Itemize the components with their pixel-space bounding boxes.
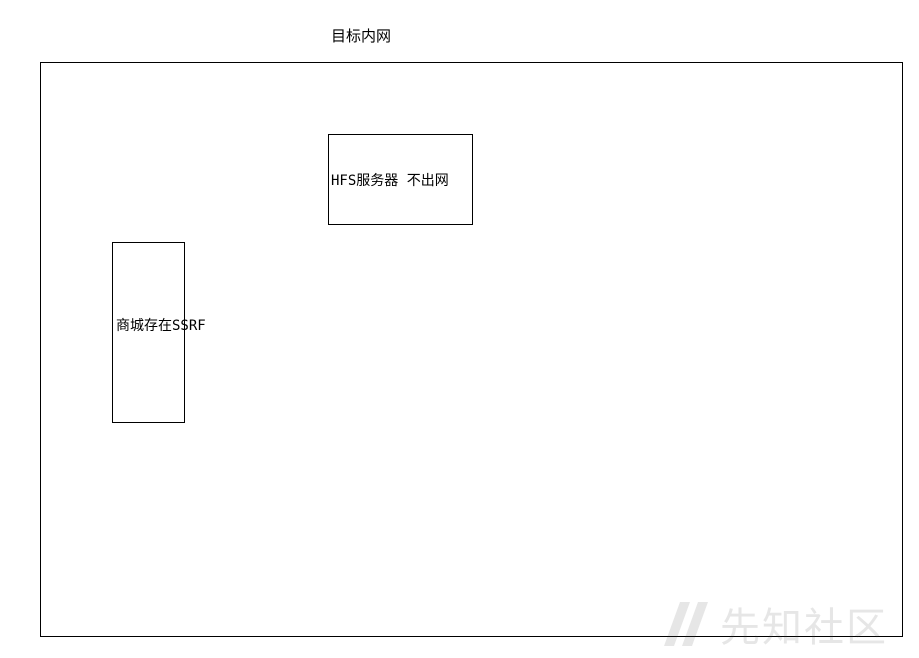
hfs-server-label: HFS服务器 不出网 (331, 173, 449, 189)
diagram-title: 目标内网 (331, 27, 392, 45)
hfs-server-node: HFS服务器 不出网 (328, 134, 473, 225)
mall-label: 商城存在SSRF (116, 318, 206, 334)
mall-node: 商城存在SSRF (112, 242, 206, 423)
intranet-boundary (40, 62, 903, 637)
